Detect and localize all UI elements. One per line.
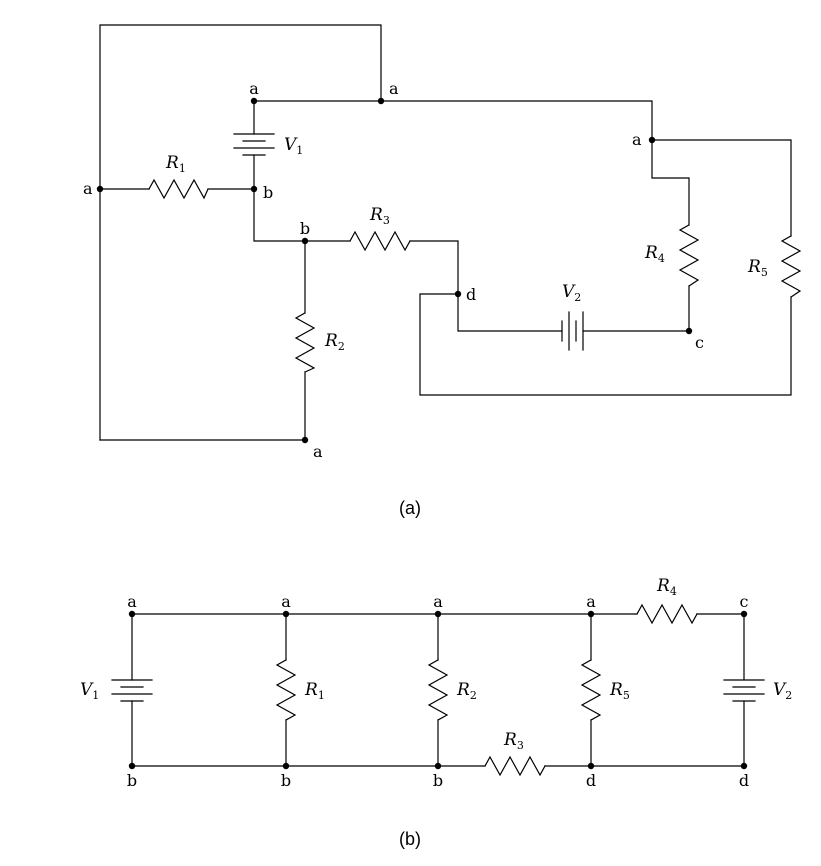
label-b-r1: R1 [304, 680, 325, 702]
resistor-a-r2 [294, 312, 316, 373]
resistor-b-r5 [580, 659, 602, 721]
node-label-a: a [249, 79, 259, 98]
node-label-a: a [389, 79, 399, 98]
resistor-a-r3 [349, 230, 411, 252]
battery-a-v1 [233, 133, 275, 156]
resistor-a-r5 [780, 235, 802, 298]
resistor-a-r1 [148, 178, 209, 200]
label-a-r1: R1 [165, 153, 186, 175]
resistor-b-r4 [636, 603, 698, 625]
node-label-bottom: b [281, 771, 291, 790]
node-label-b: b [300, 219, 310, 238]
label-a-v2: V2 [562, 282, 581, 304]
node-label-top: c [740, 592, 749, 611]
resistor-b-r3 [484, 755, 546, 777]
diagram-a-wires [99, 24, 792, 441]
diagram-a-node-dots [96, 97, 693, 444]
node-label-top: a [127, 592, 137, 611]
battery-b-v1 [111, 679, 153, 702]
wire-r4-top [651, 139, 690, 226]
resistor-b-r1 [275, 659, 297, 721]
wire-b-b [253, 188, 306, 242]
diagram-b-node-dots [128, 610, 748, 770]
node-label-a: a [83, 179, 93, 198]
caption-a: (a) [399, 498, 421, 518]
wire-v2-left [457, 293, 563, 332]
wire-top-a [253, 100, 653, 141]
node-label-d: d [466, 285, 476, 304]
wire-outer-loop [99, 24, 382, 441]
wire-r3-right [409, 240, 459, 295]
node-label-a: a [313, 442, 323, 461]
wire-d-loop [419, 293, 792, 396]
label-b-r4: R4 [656, 576, 677, 598]
label-b-v2: V2 [773, 680, 792, 702]
node-label-a: a [632, 130, 642, 149]
label-a-r3: R3 [369, 205, 390, 227]
label-b-v1: V1 [80, 680, 99, 702]
resistor-b-r2 [427, 659, 449, 721]
node-label-bottom: d [739, 771, 749, 790]
wire-r5-top [651, 139, 792, 237]
label-b-r2: R2 [456, 680, 477, 702]
node-label-bottom: b [433, 771, 443, 790]
node-label-bottom: d [586, 771, 596, 790]
battery-b-v2 [723, 679, 765, 702]
diagram-b: a a a a c b b b d d V1 R1 R2 R5 R4 R3 V2… [80, 576, 792, 849]
node-label-c: c [695, 333, 704, 352]
wire-r2-bottom [99, 371, 306, 441]
node-label-top: a [281, 592, 291, 611]
label-b-r5: R5 [609, 680, 630, 702]
node-label-top: a [586, 592, 596, 611]
label-a-r4: R4 [644, 243, 665, 265]
resistor-a-r4 [678, 224, 700, 287]
label-a-r5: R5 [747, 257, 768, 279]
caption-b: (b) [399, 829, 421, 849]
wire-v2-right [582, 285, 690, 332]
label-b-r3: R3 [503, 730, 524, 752]
node-label-bottom: b [127, 771, 137, 790]
diagram-a: a a a a b b d c a R1 R3 R2 R4 R5 V1 V2 (… [83, 24, 802, 518]
label-a-v1: V1 [284, 135, 303, 157]
diagram-b-wires [131, 613, 745, 767]
node-label-b: b [263, 183, 273, 202]
label-a-r2: R2 [324, 331, 345, 353]
node-label-top: a [433, 592, 443, 611]
battery-a-v2 [561, 311, 584, 351]
